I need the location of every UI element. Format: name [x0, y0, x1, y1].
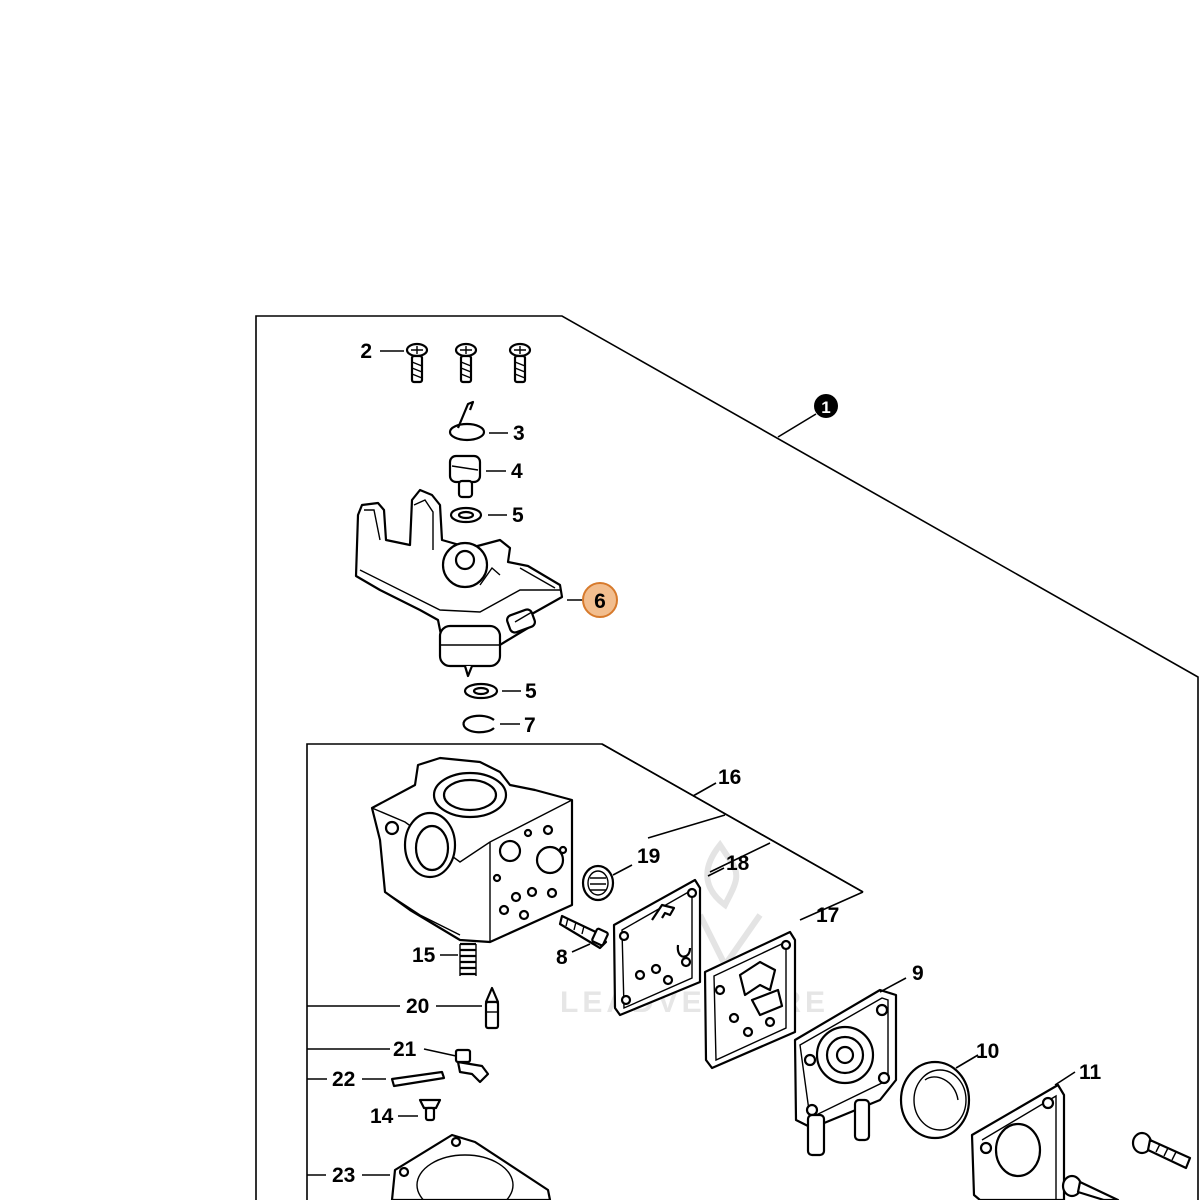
label-23: 23: [332, 1164, 355, 1187]
assembly-frame: [255, 315, 1199, 1200]
screw-icon: [1131, 1131, 1192, 1170]
frame-19-line: [647, 814, 726, 839]
cover-plate-icon: [970, 1083, 1066, 1200]
label-9: 9: [912, 962, 924, 985]
screw-icon: [405, 342, 429, 384]
assembly-callout-number: 1: [821, 398, 830, 417]
needle-valve-icon: [558, 914, 609, 950]
label-5b: 5: [525, 680, 537, 703]
gasket-icon: [703, 930, 797, 1070]
label-5a: 5: [512, 504, 524, 527]
label-21: 21: [393, 1038, 417, 1061]
washer-icon: [449, 506, 483, 524]
label-19: 19: [637, 845, 660, 868]
pin-icon: [390, 1070, 446, 1088]
label-17: 17: [816, 904, 839, 927]
primer-bulb-icon: [899, 1060, 971, 1140]
gasket-icon: [612, 878, 702, 1017]
label-15: 15: [412, 944, 436, 967]
label-10: 10: [976, 1040, 999, 1063]
screw-icon: [454, 342, 478, 384]
label-14: 14: [370, 1105, 394, 1128]
washer-icon: [463, 682, 499, 700]
carburetor-body: [370, 756, 574, 944]
frame-16-line: [601, 743, 864, 893]
assembly-callout: [814, 394, 838, 418]
leader-18: [707, 867, 725, 877]
leader-19: [612, 864, 633, 876]
label-22: 22: [332, 1068, 355, 1091]
leader-10: [955, 1054, 979, 1069]
label-11: 11: [1079, 1061, 1102, 1084]
leader-9: [879, 977, 907, 993]
label-20: 20: [406, 995, 429, 1018]
frame-17-line: [799, 891, 864, 921]
adjusting-screw-icon: [448, 454, 482, 499]
label-7: 7: [524, 714, 536, 737]
throttle-housing: [354, 488, 564, 678]
label-2: 2: [360, 340, 372, 363]
highlight-callout-number: 6: [594, 590, 606, 613]
highlight-callout: [582, 582, 618, 618]
label-3: 3: [513, 422, 525, 445]
leader-11: [1054, 1071, 1076, 1086]
spring-clip-icon: [448, 400, 486, 442]
leader-16: [692, 782, 717, 797]
leader-21: [423, 1048, 457, 1057]
screw-icon: [508, 342, 532, 384]
label-8: 8: [556, 946, 568, 969]
label-18: 18: [726, 852, 750, 875]
screw-icon: [418, 1098, 442, 1122]
e-clip-icon: [462, 714, 495, 734]
lever-icon: [454, 1048, 490, 1084]
inlet-needle-icon: [484, 986, 500, 1030]
gasket-icon: [390, 1133, 552, 1200]
screw-icon: [1061, 1174, 1120, 1200]
frame-18-line: [709, 842, 771, 873]
spring-icon: [459, 942, 477, 976]
label-16: 16: [718, 766, 741, 789]
label-4: 4: [511, 460, 523, 483]
leader-1: [777, 413, 817, 438]
filter-screen-icon: [581, 864, 615, 902]
leader-8: [571, 943, 591, 953]
